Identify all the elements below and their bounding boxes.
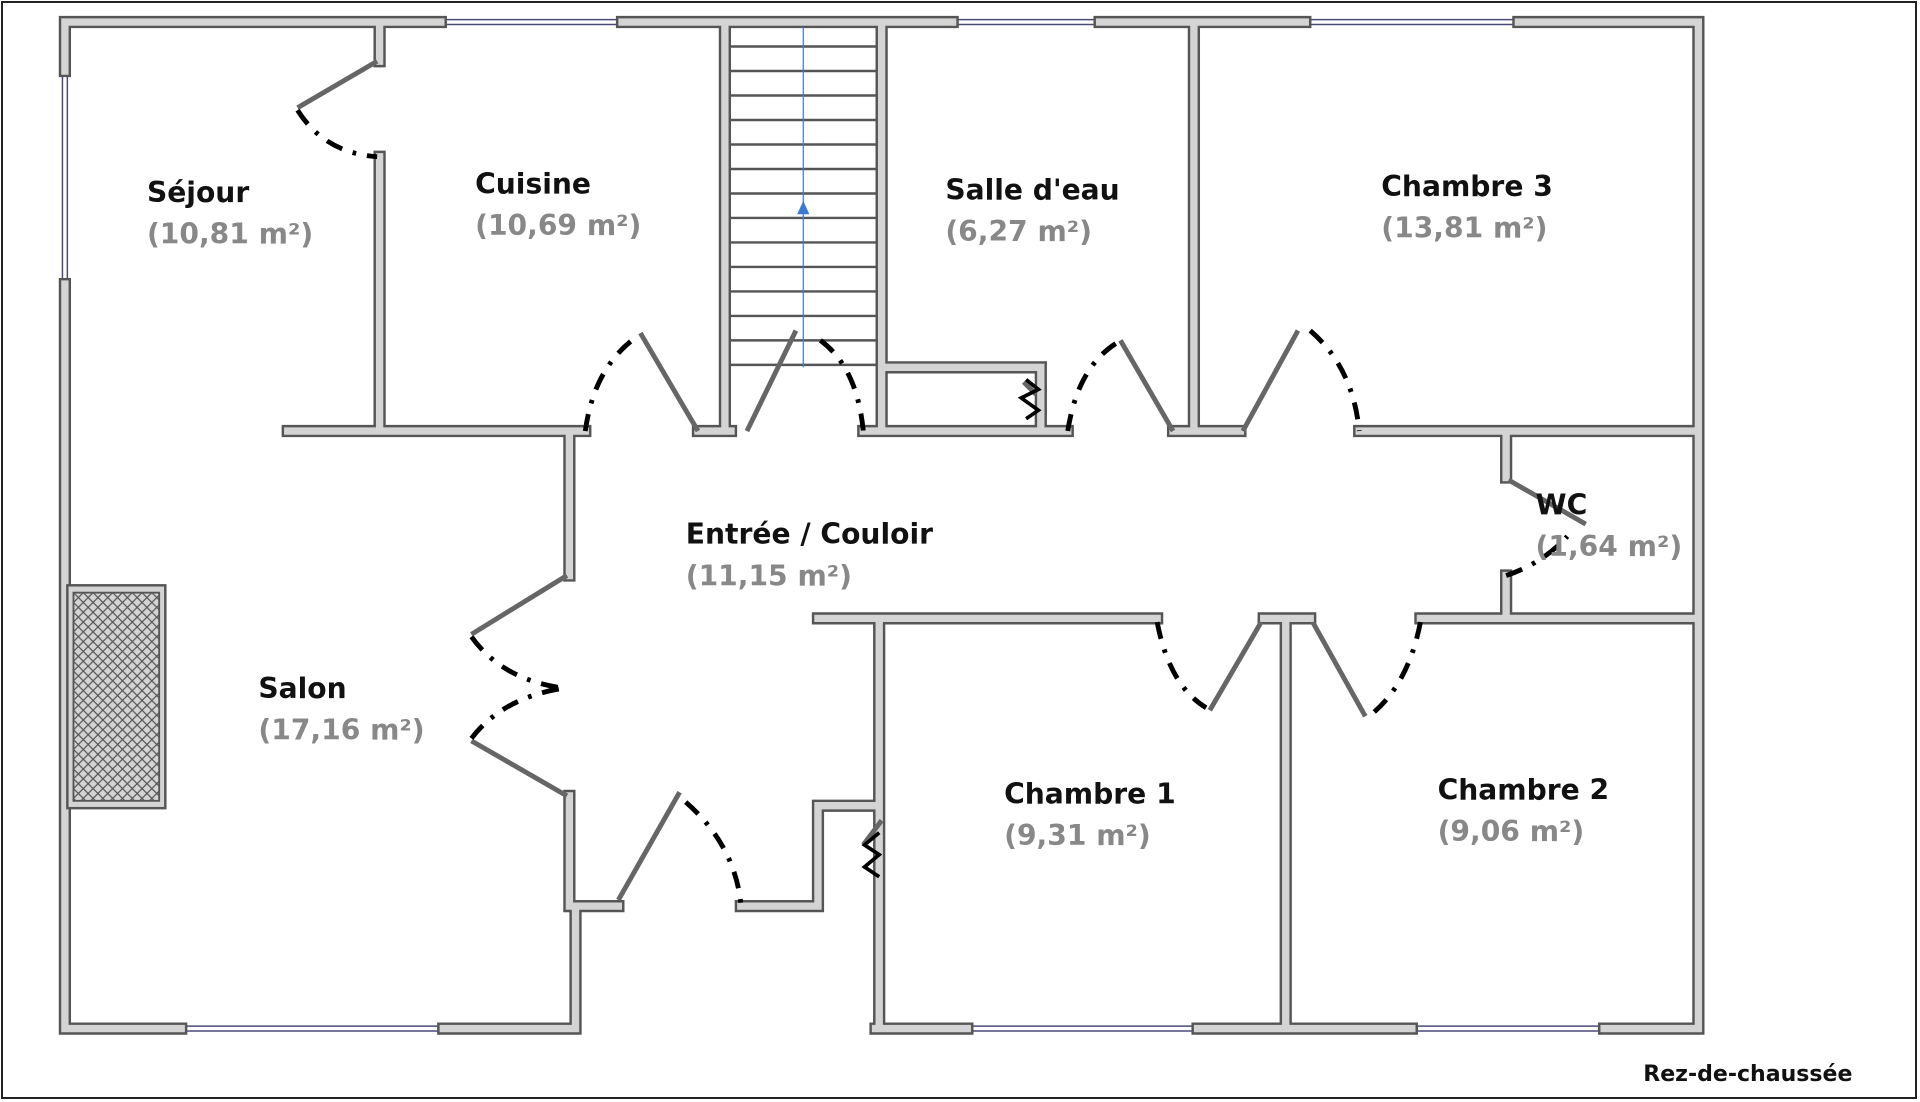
room-area: (1,64 m²) <box>1536 530 1683 563</box>
stair-arrow-icon <box>797 200 810 215</box>
room-chambre-2: Chambre 2 (9,06 m²) <box>1438 774 1610 849</box>
room-salle-deau: Salle d'eau (6,27 m²) <box>945 174 1119 249</box>
room-area: (10,81 m²) <box>147 218 313 251</box>
staircase <box>729 26 877 368</box>
room-entree-couloir: Entrée / Couloir (11,15 m²) <box>686 518 933 593</box>
room-salon: Salon (17,16 m²) <box>258 672 424 747</box>
room-name: Chambre 3 <box>1381 170 1553 203</box>
room-name: Entrée / Couloir <box>686 518 933 551</box>
room-sejour: Séjour (10,81 m²) <box>147 176 313 251</box>
room-name: Salle d'eau <box>945 174 1119 207</box>
room-chambre-3: Chambre 3 (13,81 m²) <box>1381 170 1553 245</box>
room-name: Séjour <box>147 176 249 209</box>
floor-caption: Rez-de-chaussée <box>1643 1062 1852 1087</box>
room-cuisine: Cuisine (10,69 m²) <box>475 167 641 242</box>
room-area: (11,15 m²) <box>686 559 852 592</box>
room-name: WC <box>1536 488 1588 521</box>
room-name: Salon <box>258 672 346 705</box>
room-name: Cuisine <box>475 167 591 200</box>
room-area: (9,31 m²) <box>1004 819 1151 852</box>
doors <box>295 59 1587 904</box>
room-area: (6,27 m²) <box>945 215 1092 248</box>
room-area: (10,69 m²) <box>475 209 641 242</box>
room-name: Chambre 2 <box>1438 774 1610 807</box>
room-area: (17,16 m²) <box>258 714 424 747</box>
windows <box>61 18 1605 1032</box>
room-name: Chambre 1 <box>1004 777 1176 810</box>
room-wc: WC (1,64 m²) <box>1536 488 1683 563</box>
room-area: (9,06 m²) <box>1438 815 1585 848</box>
room-area: (13,81 m²) <box>1381 212 1547 245</box>
walls <box>58 15 1705 1035</box>
room-chambre-1: Chambre 1 (9,31 m²) <box>1004 777 1176 852</box>
